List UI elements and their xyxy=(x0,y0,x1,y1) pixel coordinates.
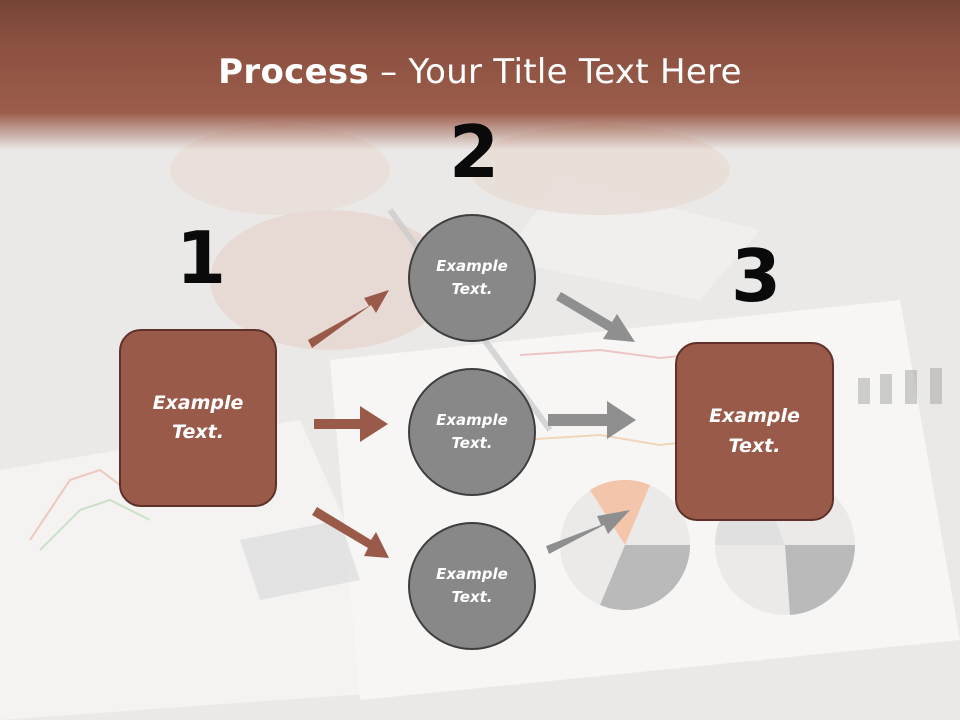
circle-bottom-text-line1: Example xyxy=(436,564,508,583)
circle-top-text-line2: Text. xyxy=(451,280,493,298)
step-1-text-line2: Text. xyxy=(172,421,224,443)
step-2-circle-middle: Example Text. xyxy=(408,368,536,496)
step-2-circle-bottom: Example Text. xyxy=(408,522,536,650)
step-3-text-line1: Example xyxy=(709,405,800,428)
arrow-box1-to-circle2 xyxy=(314,406,388,442)
title-dash: – xyxy=(380,52,398,92)
arrow-circle2-to-box3 xyxy=(548,401,636,439)
step-number-1: 1 xyxy=(176,216,227,300)
arrow-circle1-to-box3 xyxy=(556,292,635,342)
step-1-text-line1: Example xyxy=(152,391,244,414)
arrow-box1-to-circle3 xyxy=(312,507,389,558)
step-2-circle-top: Example Text. xyxy=(408,214,536,342)
circle-top-text-line1: Example xyxy=(436,256,508,275)
title-bold: Process xyxy=(218,52,370,92)
title-rest: Your Title Text Here xyxy=(408,52,742,92)
slide-title: Process – Your Title Text Here xyxy=(0,52,960,92)
circle-middle-text-line2: Text. xyxy=(451,434,493,452)
step-3-text-line2: Text. xyxy=(728,434,781,457)
circle-bottom-text-line2: Text. xyxy=(451,588,493,606)
arrow-circle3-to-box3 xyxy=(546,510,630,554)
step-number-3: 3 xyxy=(731,234,782,318)
title-bar xyxy=(0,0,960,150)
step-number-2: 2 xyxy=(449,110,500,194)
circle-middle-text-line1: Example xyxy=(436,410,508,429)
step-3-box: Example Text. xyxy=(675,342,834,521)
step-1-box: Example Text. xyxy=(119,329,277,507)
arrow-box1-to-circle1 xyxy=(308,290,389,348)
